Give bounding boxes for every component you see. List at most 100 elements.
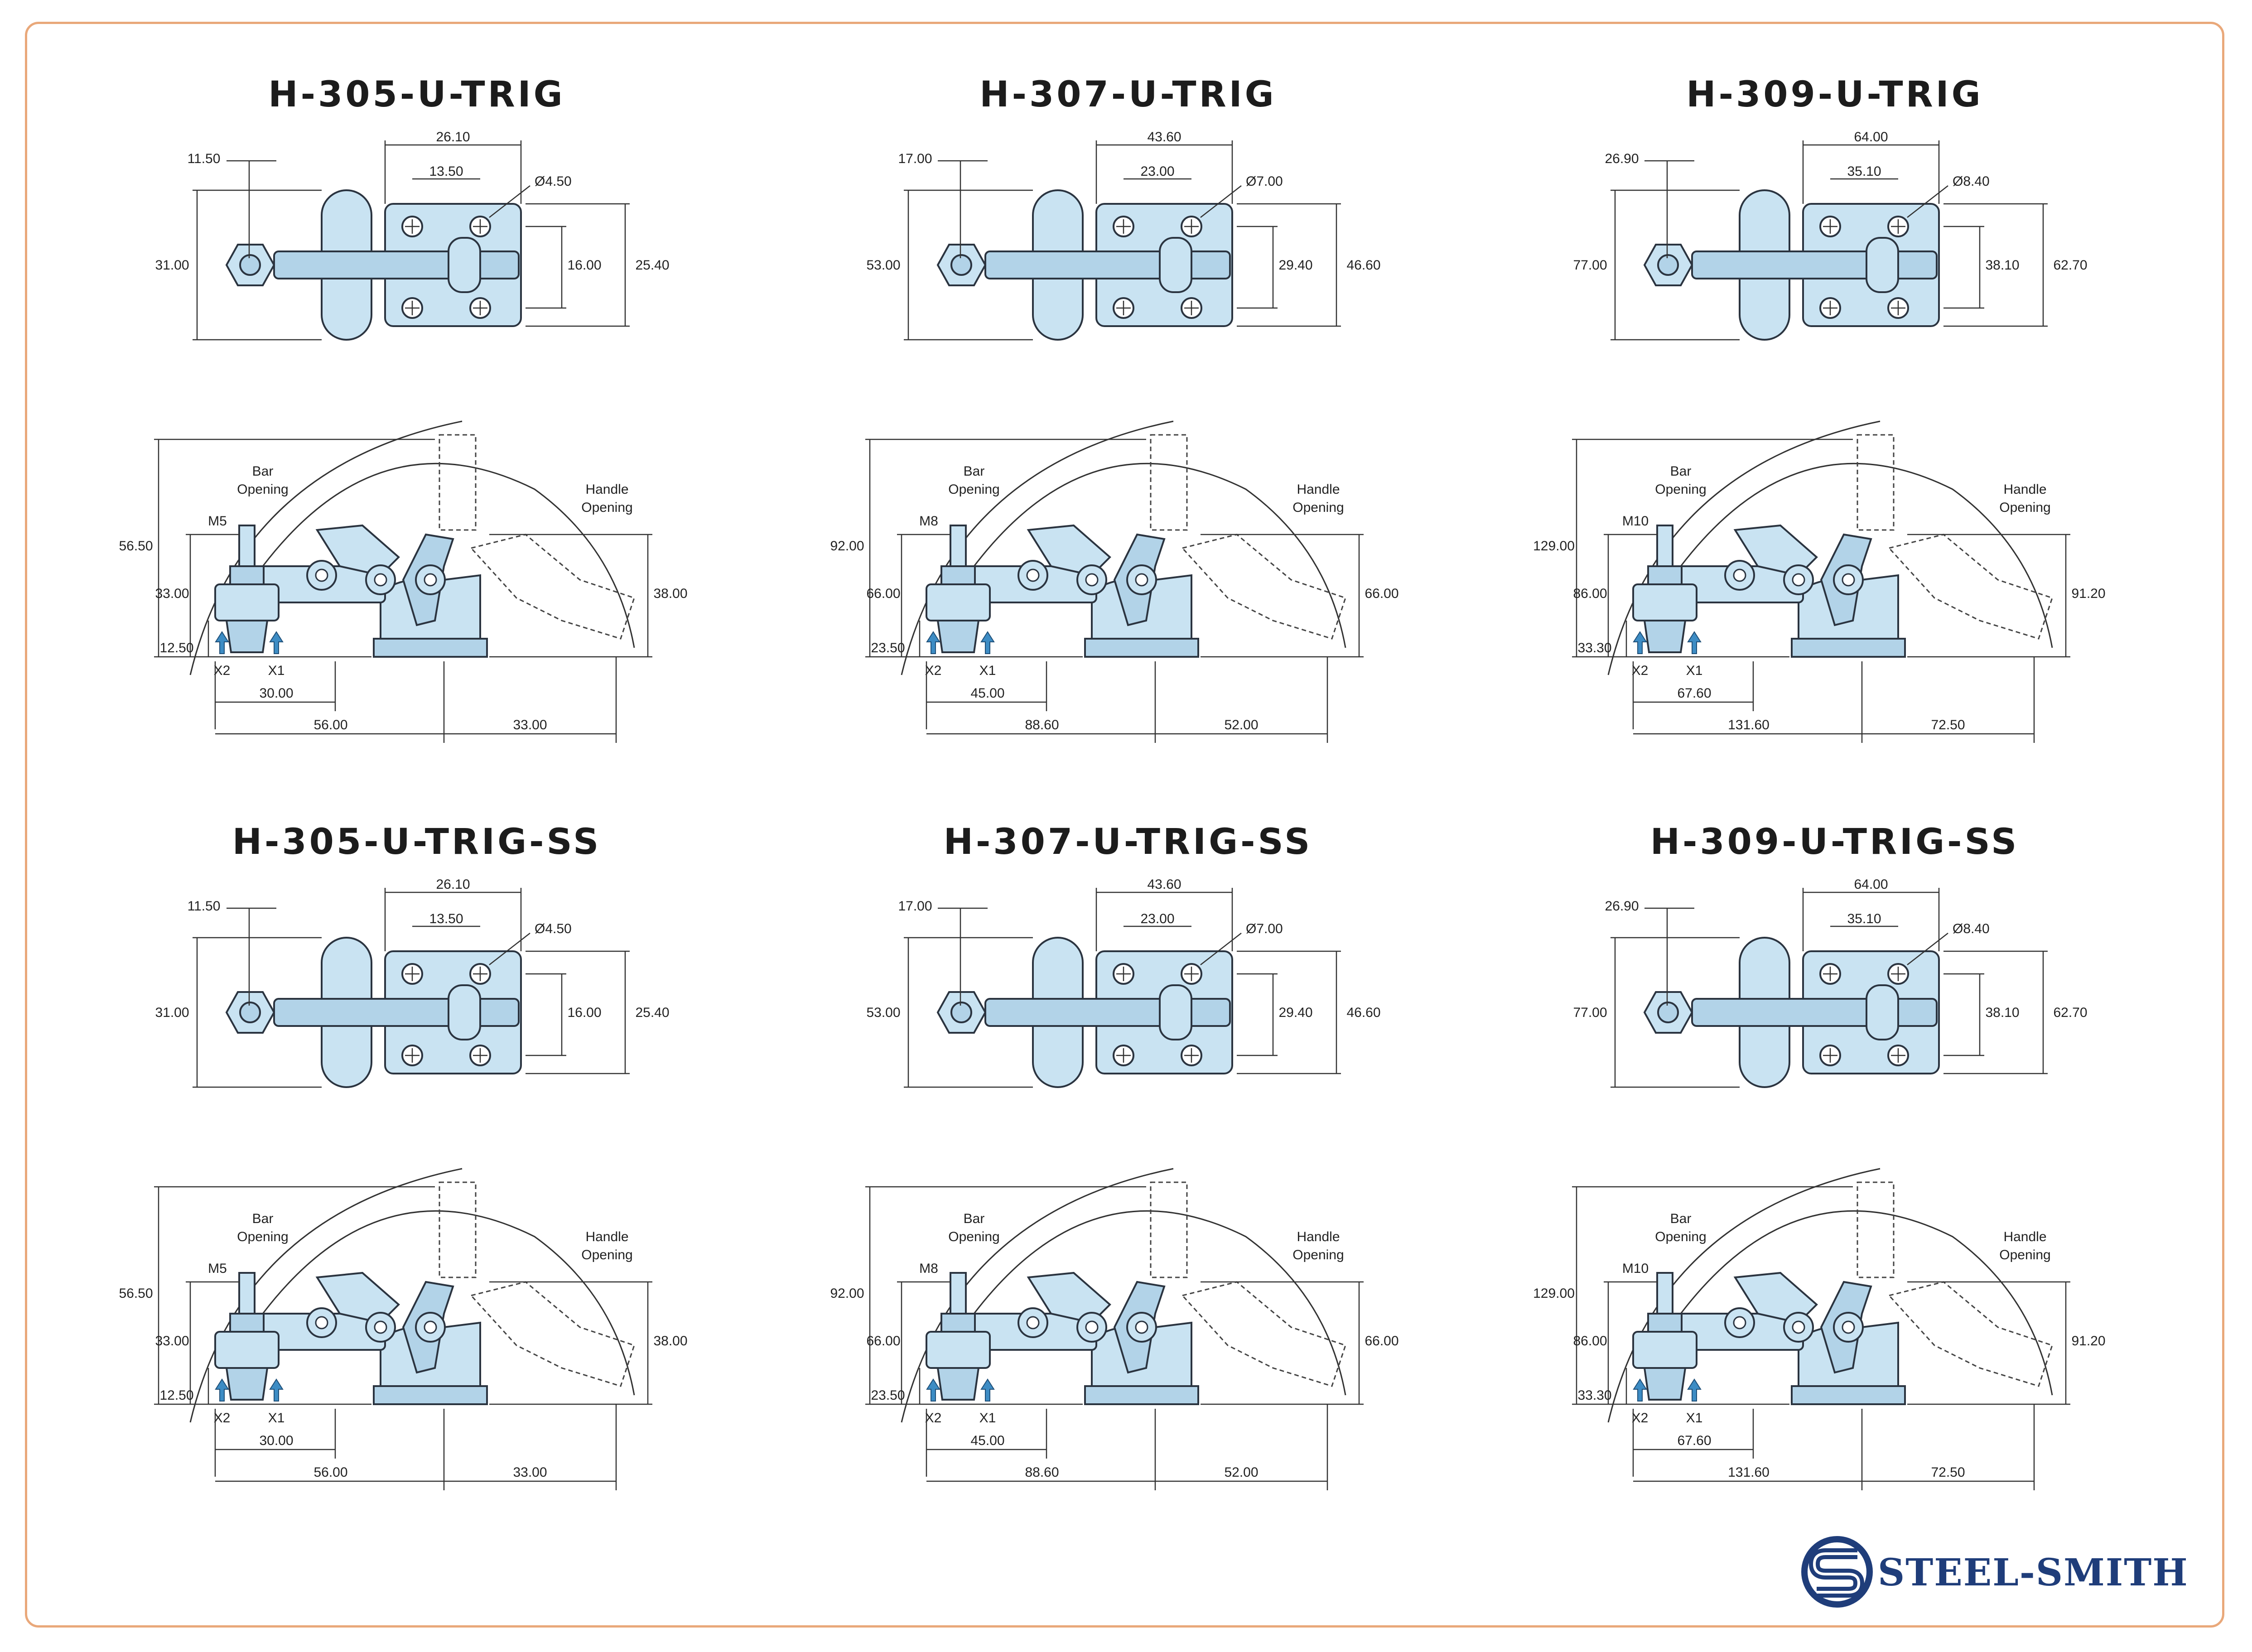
spindle: [1656, 1272, 1673, 1315]
dim-low-h: 12.50: [159, 641, 193, 655]
clamp-base: [1791, 1385, 1906, 1405]
dim-height: 77.00: [1573, 258, 1607, 273]
bar-label-1: Bar: [252, 464, 274, 479]
dim-base-b: 131.60: [1728, 1465, 1770, 1480]
pivot-pin-hole: [1026, 1316, 1040, 1329]
pivot-pin-hole: [1792, 1320, 1805, 1334]
ghost-handle-up: [1857, 434, 1895, 531]
dim-outer: 46.60: [1346, 258, 1380, 273]
trigger-handle: [1733, 524, 1818, 577]
dim-inner: 29.40: [1278, 258, 1312, 273]
spindle: [238, 1272, 256, 1315]
spindle-tip: [225, 1367, 269, 1401]
model-title: H-305-U-TRIG-SS: [232, 822, 602, 862]
force-arrow: [215, 1378, 229, 1402]
dim-right-h: 91.20: [2071, 1334, 2105, 1349]
thread-label: M10: [1622, 514, 1649, 529]
clamp-arm: [984, 250, 1231, 279]
dim-inner: 29.40: [1278, 1005, 1312, 1020]
dim-total-h: 129.00: [1533, 1286, 1575, 1301]
dim-base-a: 30.00: [259, 1433, 293, 1448]
dim-mid-h: 33.00: [155, 586, 189, 601]
model-title: H-309-U-TRIG: [1686, 74, 1983, 115]
force-arrow: [980, 1378, 995, 1402]
dim-hole-dia: Ø4.50: [535, 921, 572, 936]
dim-height: 53.00: [866, 1005, 900, 1020]
spindle-body: [1632, 1331, 1697, 1369]
force-label-x2: X2: [1632, 663, 1649, 678]
handle-opening-arc: [262, 1210, 635, 1396]
force-arrow: [1633, 631, 1647, 654]
ghost-handle-up: [1857, 1181, 1895, 1278]
dim-left: 17.00: [898, 899, 932, 914]
handle-label-2: Opening: [1999, 1247, 2050, 1262]
force-label-x1: X1: [979, 1411, 996, 1426]
clamp-base: [373, 1385, 488, 1405]
clamp-arm: [1691, 998, 1938, 1027]
clamp-arm: [984, 998, 1231, 1027]
dim-low-h: 33.30: [1577, 641, 1611, 655]
dim-base-c: 52.00: [1224, 718, 1258, 732]
dim-low-h: 23.50: [871, 641, 905, 655]
clamp-base: [1084, 638, 1199, 658]
ghost-handle-up: [439, 1181, 477, 1278]
handle-opening-arc: [1680, 1210, 2053, 1396]
trigger-handle: [1733, 1272, 1818, 1324]
dim-hole-dia: Ø7.00: [1246, 921, 1283, 936]
dim-outer: 25.40: [635, 1005, 669, 1020]
bar-opening-arc: [901, 1168, 1174, 1423]
panel-h-309-u-trig-ss: H-309-U-TRIG-SS26.9064.0035.10Ø8.4077.00…: [1533, 822, 2106, 1490]
ghost-handle-open: [1181, 1281, 1346, 1387]
bar-label-2: Opening: [237, 482, 288, 497]
pivot-pin-hole: [1026, 568, 1040, 582]
handle-label-1: Handle: [1297, 482, 1340, 497]
force-label-x2: X2: [214, 663, 231, 678]
handle-label-1: Handle: [2003, 1229, 2046, 1244]
ghost-handle-open: [470, 1281, 635, 1387]
lever: [448, 984, 481, 1040]
force-label-x1: X1: [1686, 1411, 1703, 1426]
pivot-pin-hole: [424, 573, 437, 587]
pivot-pin-hole: [1085, 573, 1099, 587]
handle-opening-arc: [1680, 462, 2053, 648]
clamp-arm: [273, 250, 520, 279]
pivot-pin-hole: [315, 568, 328, 582]
dim-mid-h: 86.00: [1573, 586, 1607, 601]
dim-mid-h: 33.00: [155, 1334, 189, 1349]
dim-right-h: 66.00: [1365, 1334, 1398, 1349]
spindle-tip: [225, 620, 269, 653]
handle-opening-arc: [973, 462, 1346, 648]
bar-opening-arc: [901, 420, 1174, 675]
model-title: H-305-U-TRIG: [268, 74, 565, 115]
trigger-handle: [315, 524, 400, 577]
dim-low-h: 23.50: [871, 1388, 905, 1403]
force-arrow: [926, 1378, 940, 1402]
dim-inner: 16.00: [567, 258, 601, 273]
force-label-x2: X2: [925, 1411, 942, 1426]
bar-opening-arc: [189, 1168, 463, 1423]
dim-total-h: 129.00: [1533, 539, 1575, 554]
panel-h-305-u-trig-ss: H-305-U-TRIG-SS11.5026.1013.50Ø4.5031.00…: [119, 822, 688, 1490]
dim-base-b: 56.00: [313, 1465, 347, 1480]
handle-opening-arc: [973, 1210, 1346, 1396]
bar-opening-arc: [1607, 1168, 1881, 1423]
dim-right-h: 91.20: [2071, 586, 2105, 601]
dim-total-h: 56.50: [119, 539, 153, 554]
force-label-x2: X2: [214, 1411, 231, 1426]
ghost-handle-open: [1888, 534, 2053, 640]
force-arrow: [215, 631, 229, 654]
spindle-center: [1657, 254, 1679, 276]
pivot-pin-hole: [315, 1316, 328, 1329]
dim-right-h: 66.00: [1365, 586, 1398, 601]
force-arrow: [980, 631, 995, 654]
pivot-pin-hole: [1135, 573, 1148, 587]
spindle: [1656, 525, 1673, 567]
thread-label: M5: [208, 1261, 227, 1276]
dim-base-c: 72.50: [1931, 718, 1965, 732]
